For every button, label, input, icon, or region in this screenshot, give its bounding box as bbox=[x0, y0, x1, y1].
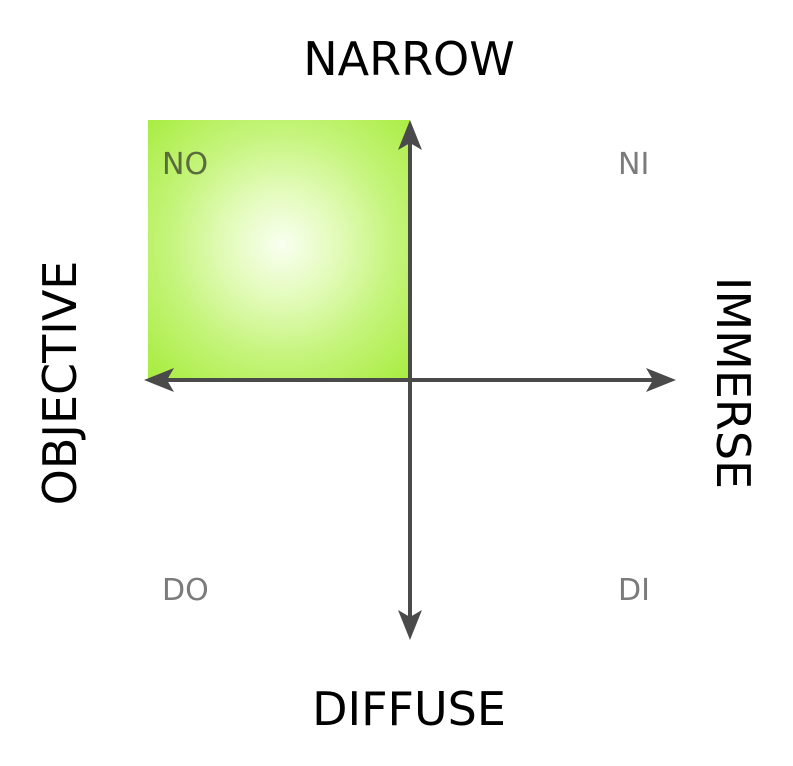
axis-label-objective: OBJECTIVE bbox=[33, 260, 87, 506]
axis-label-narrow: NARROW bbox=[303, 32, 515, 86]
arrow-down-icon bbox=[398, 610, 422, 640]
axis-label-immerse: IMMERSE bbox=[706, 276, 760, 490]
quadrant-label-do: DO bbox=[162, 573, 209, 608]
arrow-left-icon bbox=[144, 368, 174, 392]
quadrant-label-no: NO bbox=[162, 147, 209, 182]
highlighted-quadrant-no bbox=[148, 120, 410, 380]
arrow-up-icon bbox=[398, 120, 422, 150]
quadrant-label-di: DI bbox=[618, 573, 650, 608]
axis-label-diffuse: DIFFUSE bbox=[312, 682, 506, 736]
quadrant-label-ni: NI bbox=[618, 147, 650, 182]
arrow-right-icon bbox=[646, 368, 676, 392]
